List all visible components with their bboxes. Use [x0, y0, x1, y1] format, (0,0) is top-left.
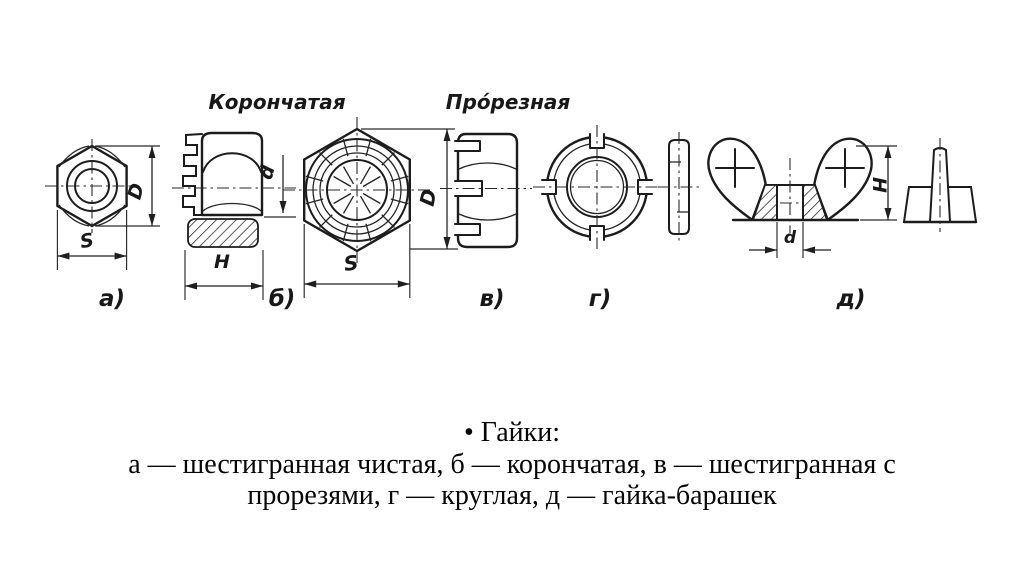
left-wing-cross — [715, 148, 755, 188]
bore-circle — [326, 159, 388, 221]
view-letter-a: а) — [99, 286, 125, 312]
dim-label-D: D — [124, 181, 149, 202]
castellation-ticks — [305, 138, 409, 242]
view-d-wing-nut: d H д) — [707, 137, 978, 312]
caption-line-1: а — шестигранная чистая, б — корончатая,… — [128, 448, 896, 480]
view-v-slotted-nut-side: Про́резная в) — [440, 90, 570, 312]
nut-body-side — [200, 131, 264, 217]
crown-slots — [182, 133, 203, 216]
hexagon-outline — [56, 144, 128, 228]
label-crown-nut: Корончатая — [208, 90, 345, 114]
round-nut-side-view — [668, 139, 690, 235]
slot-top — [454, 140, 481, 152]
section-hatch-right — [802, 184, 829, 221]
view-a-hex-nut-front: D S а) — [45, 139, 160, 312]
slot-bottom — [454, 223, 481, 236]
right-wing — [812, 137, 873, 221]
caption-title: • Гайки: — [463, 417, 561, 448]
section-hatch-left — [751, 184, 778, 221]
center-lines — [658, 132, 700, 242]
view-letter-b: б) — [269, 286, 296, 312]
slot-right — [637, 179, 653, 195]
center-lines — [45, 139, 139, 233]
view-letter-g: г) — [589, 286, 612, 312]
left-wing — [707, 137, 768, 221]
dim-label-S: S — [342, 250, 360, 276]
dim-label-H: H — [868, 177, 890, 193]
caption-line-2: прорезями, г — круглая, д — гайка-бараше… — [247, 480, 777, 511]
center-lines — [533, 125, 661, 249]
view-b-castellated-nut: Корончатая d H б) — [172, 90, 458, 312]
right-wing-cross — [825, 148, 865, 188]
slot-middle — [454, 180, 483, 197]
center-lines — [283, 117, 432, 263]
dim-label-D: D — [415, 187, 442, 208]
section-hatch — [187, 218, 259, 248]
view-g-round-nut: г) — [533, 125, 700, 312]
center-star — [333, 166, 381, 214]
figure-caption: • Гайки: а — шестигранная чистая, б — ко… — [0, 417, 1024, 512]
dim-label-S: S — [78, 229, 95, 253]
nuts-technical-figure: D S а) Корончатая d H б) — [45, 90, 978, 312]
dim-label-d: d — [784, 228, 797, 248]
castellated-hexagon-outline — [303, 127, 411, 253]
technical-drawing-canvas: D S а) Корончатая d H б) — [45, 90, 978, 312]
view-letter-d: д) — [835, 286, 865, 312]
view-letter-v: в) — [479, 286, 504, 312]
dim-label-H: H — [214, 251, 230, 273]
center-lines — [780, 158, 800, 233]
label-slotted-nut: Про́резная — [446, 90, 571, 114]
nut-body-side — [456, 132, 519, 249]
dim-label-d: d — [255, 163, 280, 182]
